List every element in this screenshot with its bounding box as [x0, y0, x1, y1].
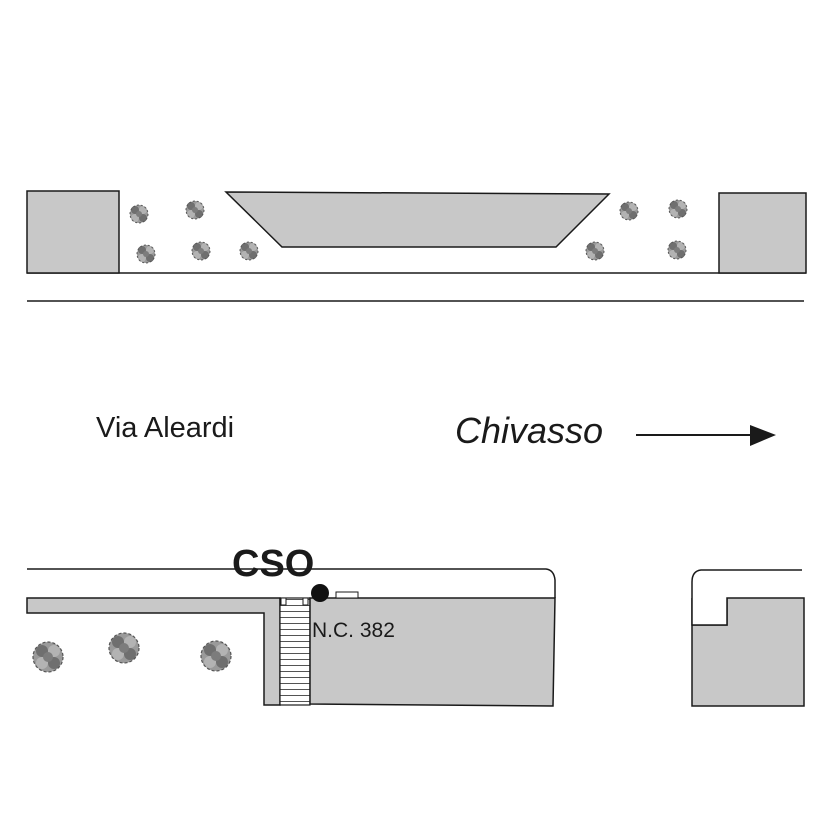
tree-icon [585, 241, 605, 261]
south-block-right [691, 569, 805, 707]
street-name-label: Via Aleardi [96, 412, 234, 444]
tree-icon [129, 204, 149, 224]
arrow-right-icon [636, 425, 776, 446]
north-building-left [26, 190, 120, 274]
south-block [26, 568, 556, 707]
tree-icon [185, 200, 205, 220]
location-dot-icon [311, 584, 329, 602]
south-kerb [27, 568, 556, 598]
tree-icon [191, 241, 211, 261]
north-building-right [718, 192, 807, 274]
tree-icon [136, 244, 156, 264]
site-label: CSO [232, 543, 314, 585]
stairs [279, 597, 311, 706]
north-planter [224, 191, 611, 248]
tree-icon [32, 641, 64, 673]
tree-icon [619, 201, 639, 221]
south-kerb-right [691, 569, 802, 598]
north-block [26, 190, 807, 274]
entrance-step [335, 591, 359, 599]
tree-icon [200, 640, 232, 672]
house-number-label: N.C. 382 [312, 619, 395, 642]
tree-icon [108, 632, 140, 664]
tree-icon [668, 199, 688, 219]
tree-icon [667, 240, 687, 260]
tree-icon [239, 241, 259, 261]
left-wall [26, 597, 281, 706]
site-building [309, 597, 556, 707]
direction-label: Chivasso [455, 410, 603, 451]
